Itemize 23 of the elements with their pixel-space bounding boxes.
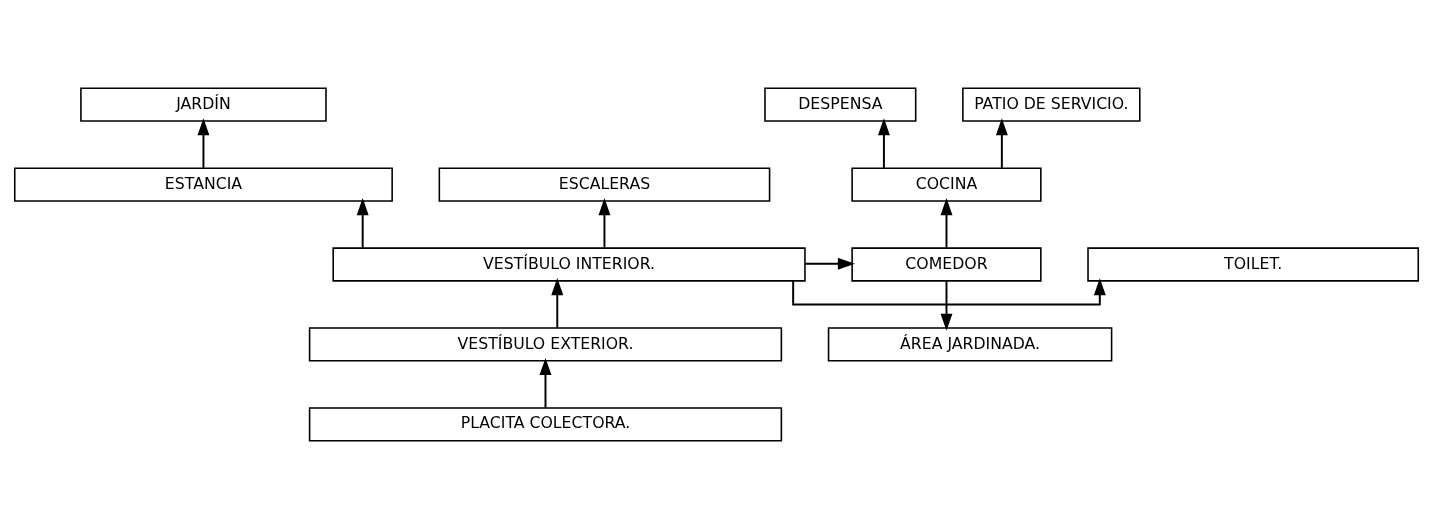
node-box: PATIO DE SERVICIO. <box>962 87 1141 122</box>
arrow <box>804 257 855 270</box>
arrow <box>356 198 369 249</box>
node-box: COMEDOR <box>851 247 1042 282</box>
node-box: DESPENSA <box>764 87 917 122</box>
node-box: ÁREA JARDINADA. <box>827 327 1113 362</box>
arrow <box>940 280 953 331</box>
arrow <box>539 358 552 409</box>
node-box: TOILET. <box>1087 247 1420 282</box>
node-box: COCINA <box>851 167 1042 202</box>
node-box: VESTÍBULO EXTERIOR. <box>308 327 783 362</box>
arrow <box>940 198 953 249</box>
node-box: ESTANCIA <box>13 167 393 202</box>
arrow <box>995 118 1008 169</box>
node-box: VESTÍBULO INTERIOR. <box>332 247 806 282</box>
arrow <box>197 118 210 169</box>
arrow <box>877 118 890 169</box>
node-box: PLACITA COLECTORA. <box>308 407 783 442</box>
arrow <box>598 198 611 249</box>
node-box: ESCALERAS <box>438 167 771 202</box>
node-box: JARDÍN <box>80 87 327 122</box>
arrow <box>792 278 1106 306</box>
arrow <box>551 278 564 329</box>
